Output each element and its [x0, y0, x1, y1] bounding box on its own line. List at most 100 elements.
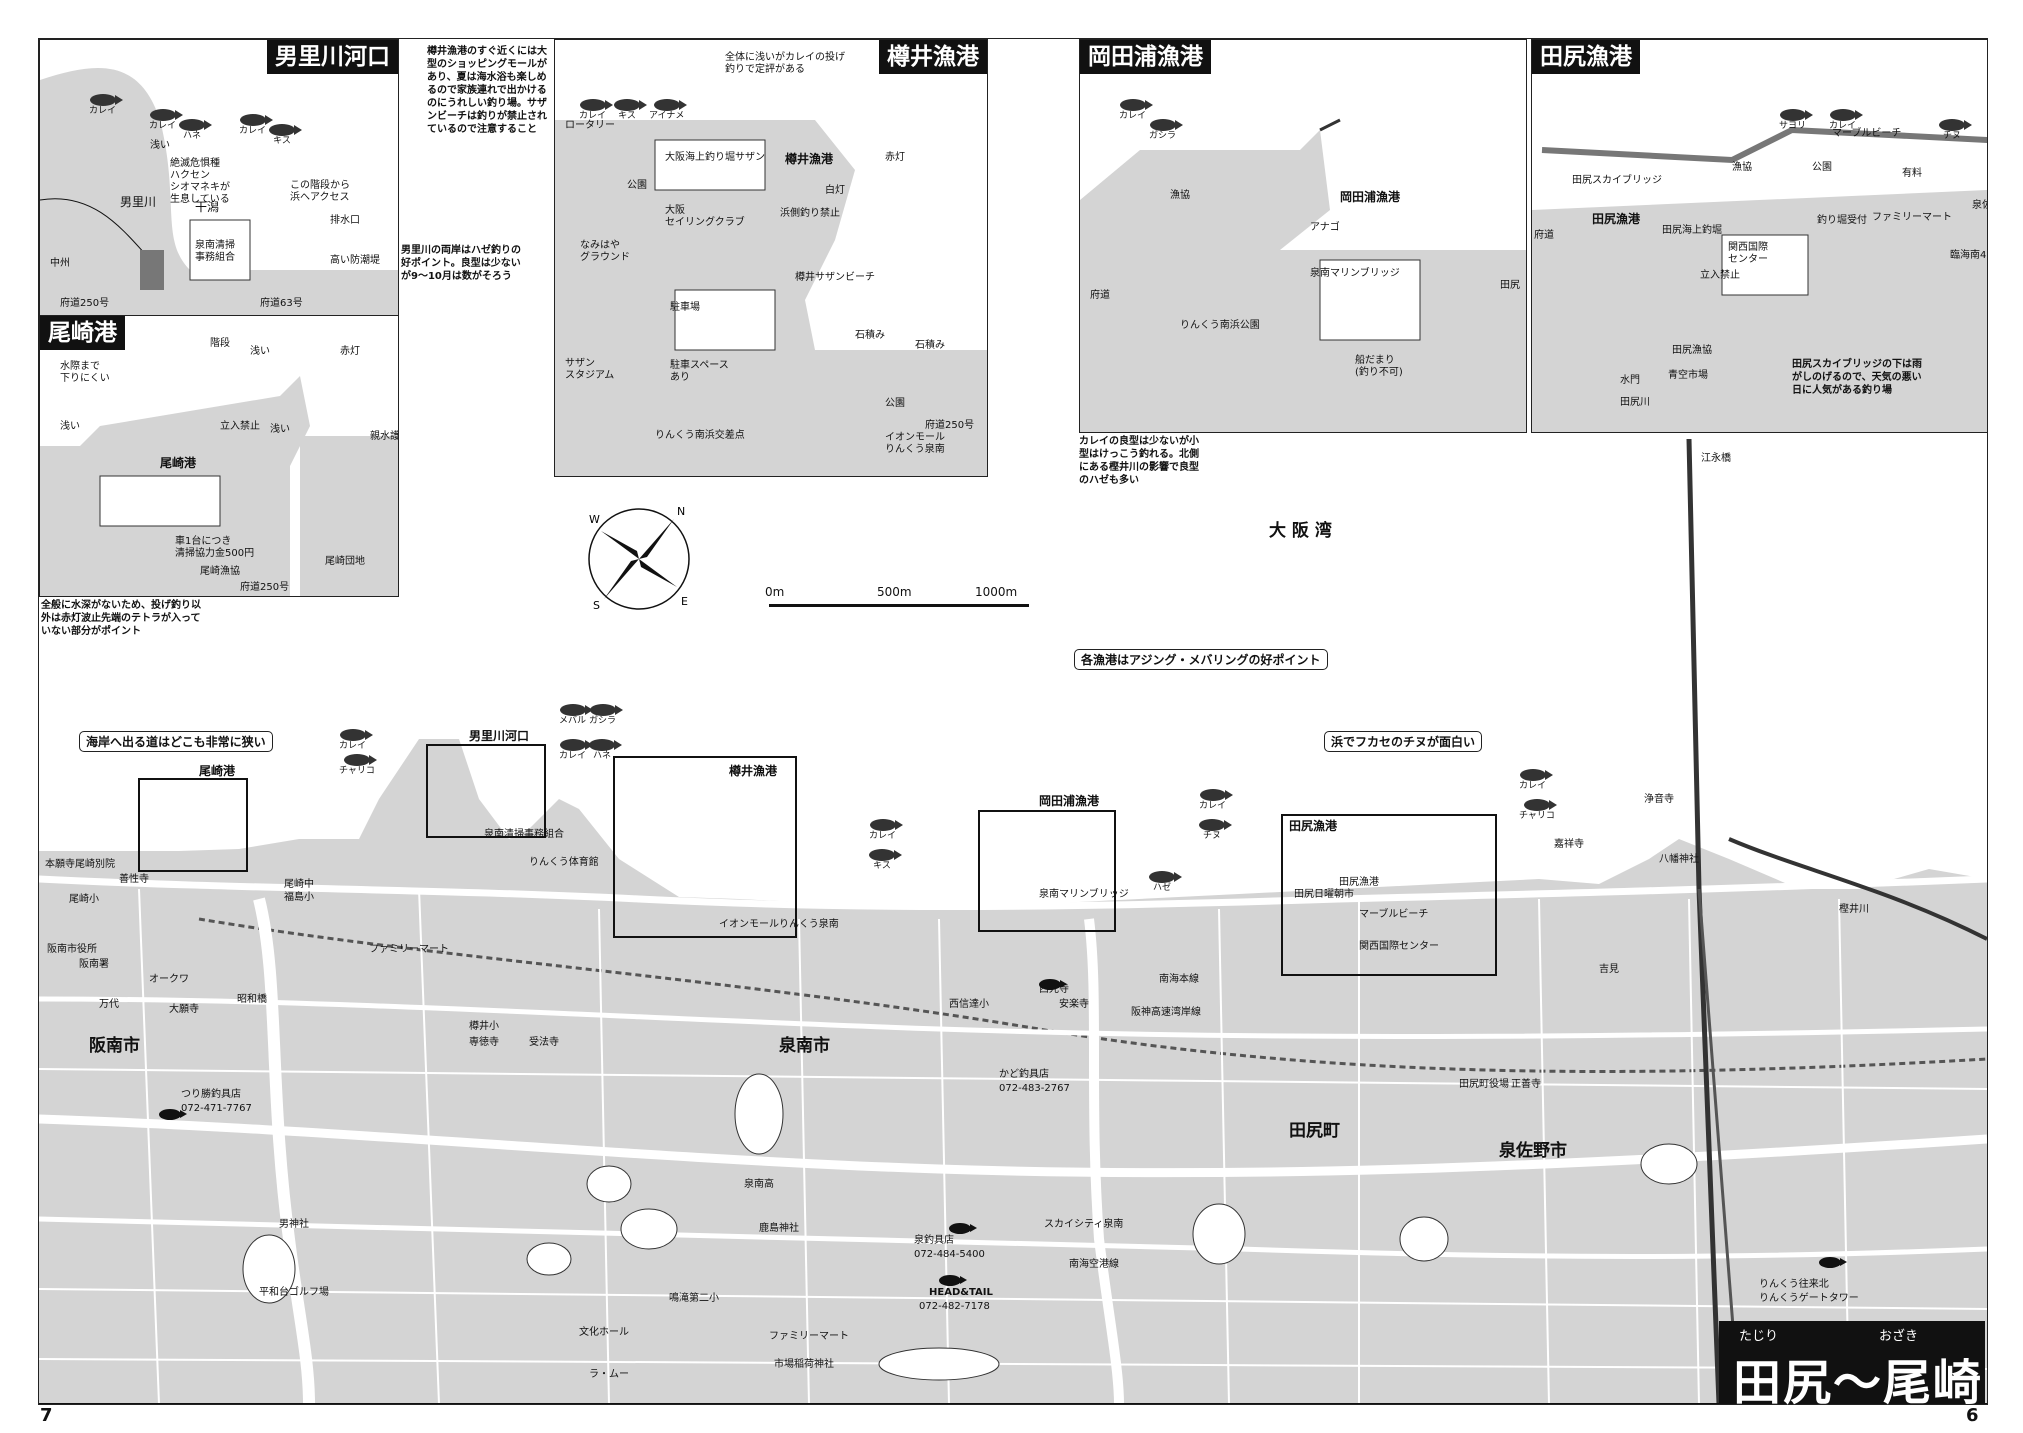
okadaura-label: 船だまり [1355, 355, 1395, 366]
tajiri-label: 立入禁止 [1700, 270, 1740, 281]
coastal-road [39, 875, 1987, 910]
osato-label: 府道63号 [260, 298, 303, 309]
place-golf: 平和台ゴルフ場 [259, 1287, 329, 1298]
title-ruby-right: おざき [1879, 1329, 1919, 1344]
callout-fukase: 浜でフカセのチヌが面白い [1324, 731, 1483, 752]
ozaki-label: 下りにくい [60, 373, 110, 384]
tarui-label: セイリングクラブ [665, 217, 745, 228]
fish-marker: カレイ [1199, 789, 1233, 811]
fish-icon [179, 119, 212, 131]
tarui-label: 公園 [627, 180, 647, 191]
fish-icon [653, 99, 687, 111]
ozaki-label: 尾崎漁協 [200, 566, 240, 577]
ozaki-label: 車1台につき [175, 536, 232, 547]
main-title-badge: たじり おざき 田尻〜尾崎 [1719, 1321, 1985, 1411]
place-hannan-cityhall: 阪南市役所 [47, 944, 97, 955]
place-tajiri-market: 関西国際センター [1359, 941, 1439, 952]
fish-icon [343, 754, 377, 766]
osato-label: 中州 [50, 258, 70, 269]
place-rinku-park: 浄音寺 [1644, 794, 1674, 805]
title-ruby-left: たじり [1739, 1329, 1779, 1344]
osato-label: 事務組合 [195, 252, 235, 263]
osato-label: 絶滅危惧種 [170, 158, 220, 169]
osato-label: 高い防潮堤 [330, 255, 380, 266]
tarui-label: りんくう泉南 [885, 444, 945, 455]
scale-bar [769, 604, 1029, 607]
tarui-label: イオンモール [885, 432, 945, 443]
okadaura-label: 田尻 [1500, 280, 1520, 291]
fish-marker: キス [269, 124, 302, 146]
place-mandai: 万代 [99, 999, 119, 1010]
fish-icon [1149, 119, 1183, 131]
area-tajiricho: 田尻町 [1289, 1121, 1340, 1141]
fish-marker: カレイ [559, 739, 593, 761]
osato-label: 男里川 [120, 195, 157, 209]
inset-tarui: 樽井漁港 全体に浅いがカレイの投げ 釣りで定評がある ロータリー 大阪海上釣り堀… [554, 39, 988, 477]
place-outlet: 嘉祥寺 [1554, 839, 1584, 850]
place-familymart-1: ファミリーマート [369, 944, 449, 955]
osato-label: シオマネキが [170, 182, 230, 193]
tarui-label: 大阪海上釣り堀サザン [665, 152, 765, 163]
tarui-label: 釣りで定評がある [725, 64, 805, 75]
tarui-label: 駐車スペース [670, 360, 729, 371]
scale-label-0: 0m [765, 585, 785, 599]
place-ozaki-sho: 尾崎小 [69, 894, 99, 905]
road-a [39, 996, 1987, 1039]
inset-ozaki: 尾崎港 水際まで 下りにくい 階段 浅い 赤灯 浅い 尾崎港 立入禁止 浅い 親… [39, 315, 399, 597]
area-izumisano: 泉佐野市 [1499, 1141, 1567, 1161]
tarui-label: 石積み [855, 330, 885, 341]
place-izumi-phone: 072-484-5400 [914, 1249, 985, 1260]
fish-marker: ハネ [179, 119, 212, 141]
tajiri-label: マーブルビーチ [1832, 128, 1902, 139]
note-okadaura: カレイの良型は少ないが小 型はけっこう釣れる。北側 にある樫井川の影響で良型 の… [1079, 436, 1199, 486]
place-kansai-center: マーブルビーチ [1359, 909, 1429, 920]
place-tsurikatsu: つり勝釣具店 [181, 1089, 241, 1100]
note-osato: 男里川の両岸はハゼ釣りの 好ポイント。良型は少ない が9〜10月は数がそろう [401, 245, 521, 282]
place-fukushima-sho: 福島小 [284, 892, 314, 903]
fish-icon [1149, 871, 1182, 883]
ponds [242, 1073, 1698, 1381]
inset-tarui-map [555, 40, 987, 476]
place-fishing-gate: りんくう往来北 [1759, 1279, 1829, 1290]
ozaki-label: 親水護岸 [370, 431, 399, 442]
inset-osato-title: 男里川河口 [267, 40, 398, 74]
fish-icon [1519, 769, 1553, 781]
tajiri-label: 田尻川 [1620, 397, 1650, 408]
inset-tarui-title: 樽井漁港 [879, 40, 987, 74]
place-rinku-gym: りんくう体育館 [529, 857, 599, 868]
tajiri-label: 公園 [1812, 162, 1832, 173]
fish-marker: カレイ [1829, 109, 1863, 131]
fish-marker: ガシラ [589, 704, 623, 726]
fish-icon [579, 99, 613, 111]
ozaki-label: 浅い [270, 424, 290, 435]
river-oosato [253, 897, 315, 1404]
fish-icon [614, 99, 647, 111]
ozaki-label: 赤灯 [340, 346, 360, 357]
inset-ozaki-title: 尾崎港 [40, 316, 125, 350]
page-number-left: 7 [40, 1405, 53, 1426]
tajiri-label: 田尻スカイブリッジ [1572, 175, 1662, 186]
place-daiganji: 大願寺 [169, 1004, 199, 1015]
fish-marker: カレイ [579, 99, 613, 121]
tarui-label: 白灯 [825, 185, 845, 196]
fish-marker: サヨリ [1779, 109, 1813, 131]
map-tarui-port: 樽井漁港 [729, 764, 778, 778]
fish-marker: ハネ [589, 739, 622, 761]
tackle-shop-icon [939, 1275, 967, 1286]
fish-icon [239, 114, 273, 126]
tajiri-label: 臨海南4号交差点 [1950, 250, 1987, 261]
osato-label: この階段から [290, 180, 350, 191]
okadaura-label: 漁協 [1170, 190, 1190, 201]
fish-marker: チヌ [1199, 819, 1232, 841]
ozaki-label: 立入禁止 [220, 421, 260, 432]
osato-label: 浜へアクセス [290, 192, 350, 203]
place-narutaki2: 鳴滝第二小 [669, 1293, 719, 1304]
river-kashii [1084, 918, 1124, 1404]
fish-icon [589, 704, 623, 716]
place-izumisano-ic: 樫井川 [1839, 904, 1869, 915]
place-sennan-high: 泉南高 [744, 1179, 774, 1190]
place-shin-kashii: 南海空港線 [1069, 1259, 1119, 1270]
place-tsurikatsu-phone: 072-471-7767 [181, 1103, 252, 1114]
tarui-label: 浜側釣り禁止 [780, 208, 840, 219]
fish-icon [1199, 789, 1233, 801]
